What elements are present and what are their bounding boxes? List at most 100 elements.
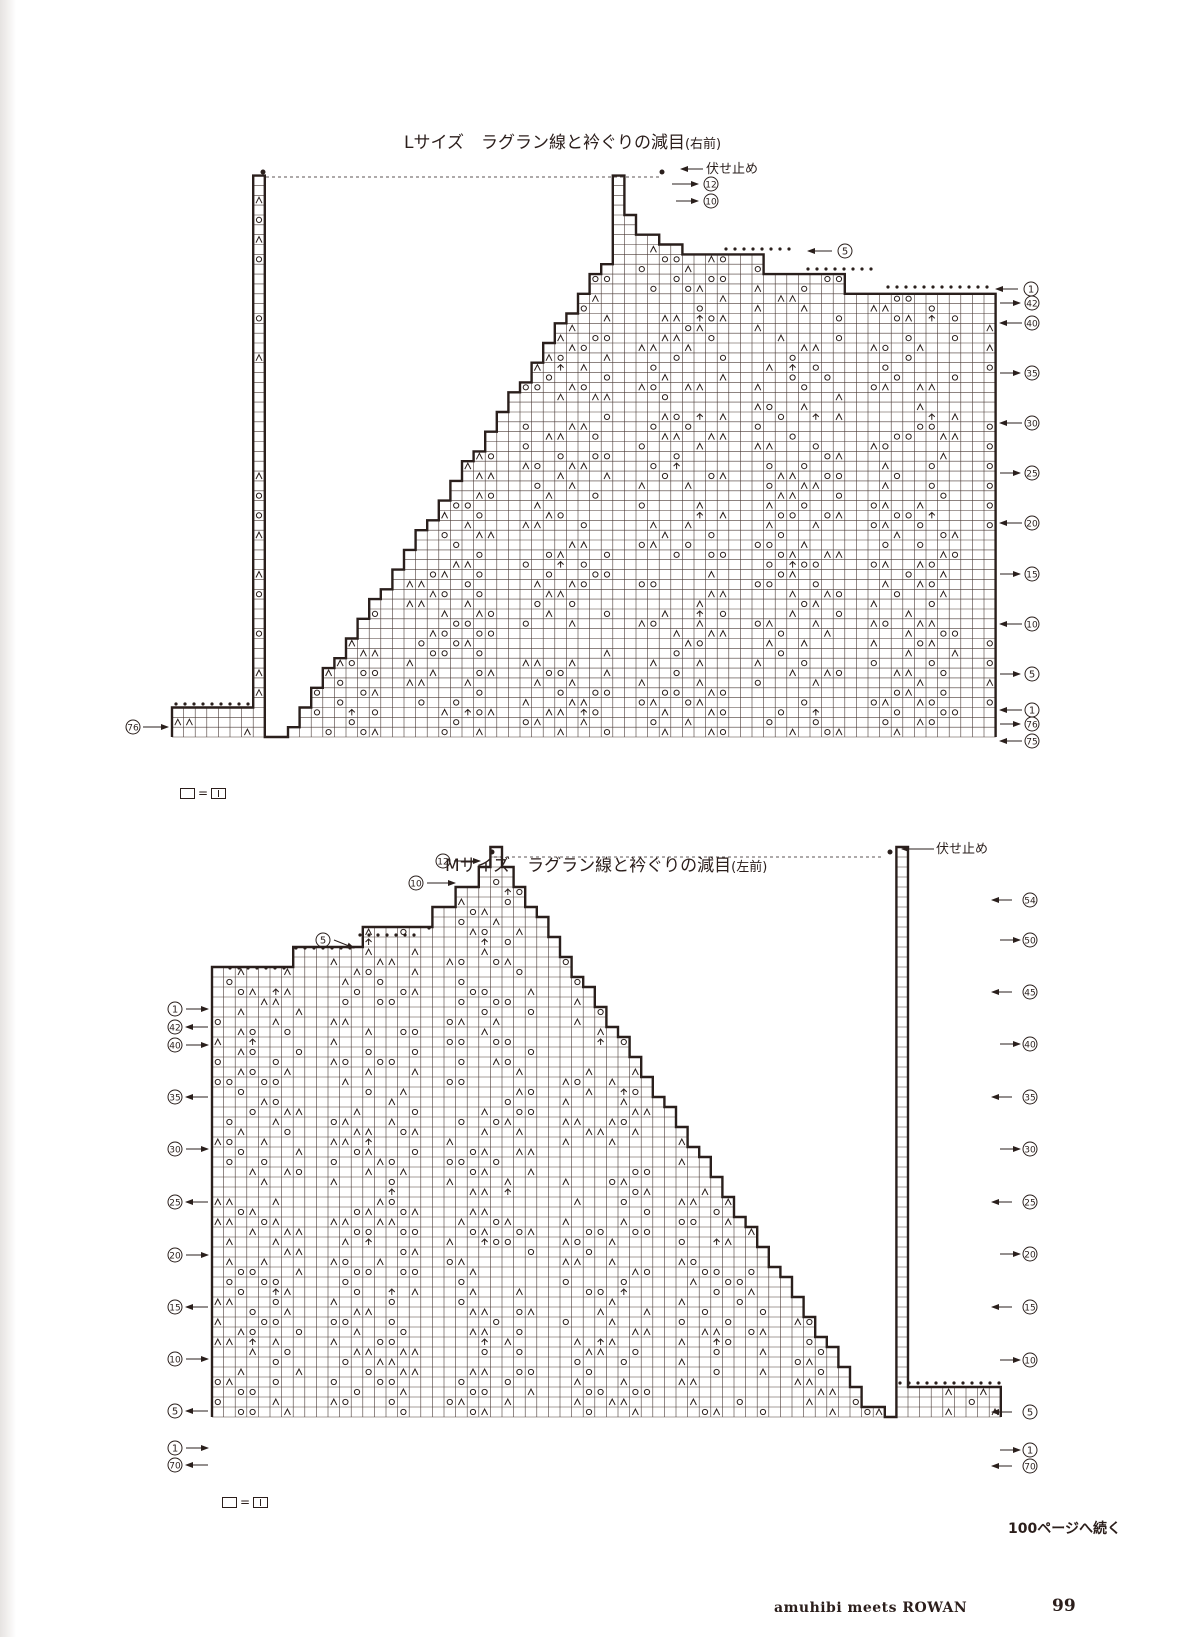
bind-off-dot xyxy=(904,285,908,289)
empty-cell-icon xyxy=(180,787,195,799)
bind-off-dot xyxy=(769,247,773,251)
row-number-label: 35 xyxy=(167,1089,183,1105)
bind-off-dot xyxy=(237,702,241,706)
row-number-label: 30 xyxy=(1022,1141,1038,1157)
bind-off-dot xyxy=(192,702,196,706)
svg-text:40: 40 xyxy=(1024,1041,1036,1051)
bind-off-dot xyxy=(348,946,352,950)
row-number-label: 42 xyxy=(167,1019,183,1035)
bind-off-dot xyxy=(916,1381,920,1385)
svg-text:5: 5 xyxy=(842,247,848,258)
bind-off-dot xyxy=(403,933,407,937)
knit-stitch-icon xyxy=(253,1496,269,1508)
bind-off-dot xyxy=(228,966,232,970)
bind-off-dot xyxy=(943,1381,947,1385)
bind-off-dot xyxy=(246,966,250,970)
row-number-label: 12 xyxy=(435,853,451,869)
row-number-label: 1 xyxy=(167,1001,183,1017)
svg-text:1: 1 xyxy=(1027,1446,1033,1457)
bind-off-dot xyxy=(922,285,926,289)
bind-off-dot xyxy=(321,946,325,950)
svg-text:76: 76 xyxy=(127,724,139,734)
svg-text:30: 30 xyxy=(1024,1146,1036,1156)
row-number-label: 20 xyxy=(167,1247,183,1263)
chart-title-l-size: Lサイズ ラグラン線と衿ぐりの減目(右前) xyxy=(404,128,721,153)
bind-off-dot xyxy=(742,247,746,251)
svg-text:15: 15 xyxy=(1024,1304,1035,1314)
bind-off-dot xyxy=(898,1381,902,1385)
svg-text:10: 10 xyxy=(1026,621,1038,631)
svg-text:5: 5 xyxy=(320,936,326,947)
row-number-label: 15 xyxy=(1024,566,1040,582)
empty-cell-icon xyxy=(222,1496,237,1508)
row-number-label: 1 xyxy=(1022,1442,1038,1458)
svg-text:30: 30 xyxy=(169,1146,181,1156)
m-size-chart-lace-symbols xyxy=(214,878,999,1416)
bind-off-marker xyxy=(659,169,665,175)
svg-text:35: 35 xyxy=(169,1094,180,1104)
m-size-chart-outline xyxy=(210,845,1002,1419)
bind-off-marker xyxy=(260,169,266,175)
row-number-label: 15 xyxy=(1022,1299,1038,1315)
row-number-label: 70 xyxy=(1022,1458,1038,1474)
bind-off-dot xyxy=(330,946,334,950)
bind-off-dot xyxy=(860,267,864,271)
svg-text:12: 12 xyxy=(437,858,448,868)
svg-text:5: 5 xyxy=(1027,1408,1033,1419)
bind-off-marker xyxy=(887,849,893,855)
svg-text:20: 20 xyxy=(1024,1251,1036,1261)
svg-text:20: 20 xyxy=(1026,520,1038,530)
chart-title-text: Lサイズ ラグラン線と衿ぐりの減目 xyxy=(404,133,685,153)
svg-text:20: 20 xyxy=(169,1252,181,1262)
svg-text:42: 42 xyxy=(169,1024,180,1034)
row-number-label: 5 xyxy=(1024,666,1040,682)
row-number-label: 25 xyxy=(1024,465,1040,481)
svg-text:40: 40 xyxy=(1026,320,1038,330)
svg-text:25: 25 xyxy=(169,1199,180,1209)
svg-text:35: 35 xyxy=(1024,1094,1035,1104)
bind-off-dot xyxy=(787,247,791,251)
bind-off-dot xyxy=(979,1381,983,1385)
bind-off-dot xyxy=(913,285,917,289)
bind-off-dot xyxy=(376,933,380,937)
bind-off-dot xyxy=(246,702,250,706)
svg-text:1: 1 xyxy=(172,1444,178,1455)
page-number: 99 xyxy=(1052,1596,1076,1616)
chart-title-m-size: Mサイズ ラグラン線と衿ぐりの減目(左前) xyxy=(445,851,767,876)
svg-text:10: 10 xyxy=(705,198,717,208)
row-number-label: 1 xyxy=(1024,702,1040,718)
bind-off-dot xyxy=(358,933,362,937)
bind-off-dot xyxy=(255,966,259,970)
bind-off-dot xyxy=(958,285,962,289)
bind-off-label: 伏せ止め xyxy=(706,162,758,177)
svg-text:15: 15 xyxy=(1026,571,1037,581)
bind-off-dot xyxy=(174,702,178,706)
bind-off-dot xyxy=(294,946,298,950)
svg-text:40: 40 xyxy=(169,1042,181,1052)
bind-off-dot xyxy=(851,267,855,271)
row-number-label: 40 xyxy=(167,1037,183,1053)
svg-text:25: 25 xyxy=(1024,1199,1035,1209)
svg-text:25: 25 xyxy=(1026,470,1037,480)
row-number-label: 40 xyxy=(1024,315,1040,331)
bind-off-dot xyxy=(967,285,971,289)
bind-off-dot xyxy=(806,267,810,271)
legend-equals: = xyxy=(198,786,209,800)
bind-off-dot xyxy=(303,946,307,950)
svg-text:50: 50 xyxy=(1024,937,1036,947)
legend-key-l-size: = xyxy=(180,786,227,800)
svg-text:5: 5 xyxy=(172,1407,178,1418)
row-number-label: 20 xyxy=(1022,1246,1038,1262)
svg-text:54: 54 xyxy=(1024,897,1036,907)
bind-off-dot xyxy=(733,247,737,251)
bind-off-dot xyxy=(282,966,286,970)
bind-off-dot xyxy=(925,1381,929,1385)
row-number-label: 35 xyxy=(1022,1089,1038,1105)
row-number-label: 15 xyxy=(167,1299,183,1315)
bind-off-dot xyxy=(824,267,828,271)
bind-off-dot xyxy=(833,267,837,271)
row-number-label: 45 xyxy=(1022,984,1038,1000)
row-number-label: 10 xyxy=(408,875,424,891)
row-number-label: 10 xyxy=(167,1351,183,1367)
